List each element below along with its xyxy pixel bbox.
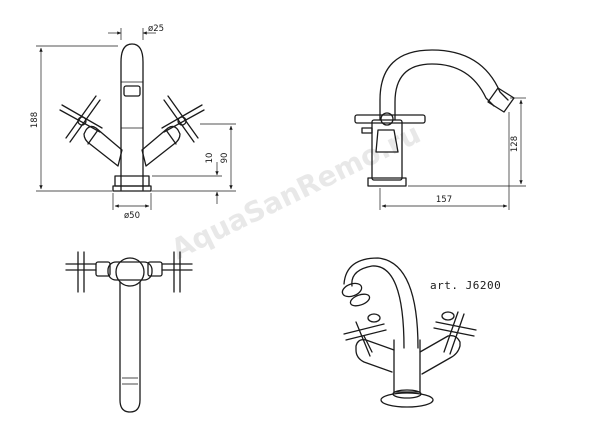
front-spout-column [120,43,144,191]
persp-spout-arch [351,265,405,349]
persp-body [393,339,421,393]
side-view: 128 157 [354,49,526,210]
dim-base-diameter-label: ø50 [124,211,140,221]
side-body [371,119,403,181]
persp-right-handle [419,311,477,375]
perspective-view [341,257,477,408]
dim-spout-height: 128 [408,97,526,187]
watermark-text: AquaSanRemo.ru [166,117,426,266]
dim-height-total-label: 188 [30,112,40,128]
top-body [107,261,153,281]
top-left-handle [65,251,111,293]
persp-nozzle [341,282,363,298]
front-view: ø25 188 90 10 ø50 [30,24,236,221]
dim-spout-diameter-label: ø25 [148,24,164,34]
dim-spout-reach-label: 157 [436,195,452,205]
dim-base-diameter: ø50 [112,193,152,221]
dim-height-total: 188 [30,45,118,192]
dim-height-handles-label: 90 [220,153,230,164]
dim-height-base: 10 [152,153,222,204]
dim-height-base-label: 10 [205,153,215,164]
top-spout [119,281,141,413]
persp-base [380,392,434,408]
side-base [367,177,407,187]
top-base-circle [115,257,145,287]
side-spout-nozzle [487,87,515,113]
dim-height-handles: 90 [152,123,236,192]
side-handle [354,112,426,153]
dim-spout-diameter: ø25 [108,24,164,40]
dim-spout-reach: 157 [379,112,510,210]
side-spout-arch [379,49,509,121]
top-right-handle [147,251,193,293]
front-right-handle [141,95,205,167]
dim-spout-height-label: 128 [510,136,520,152]
front-base [112,185,152,192]
persp-left-handle [343,313,395,373]
top-view [65,251,193,413]
article-label: art. J6200 [430,279,501,292]
front-left-handle [59,95,123,167]
